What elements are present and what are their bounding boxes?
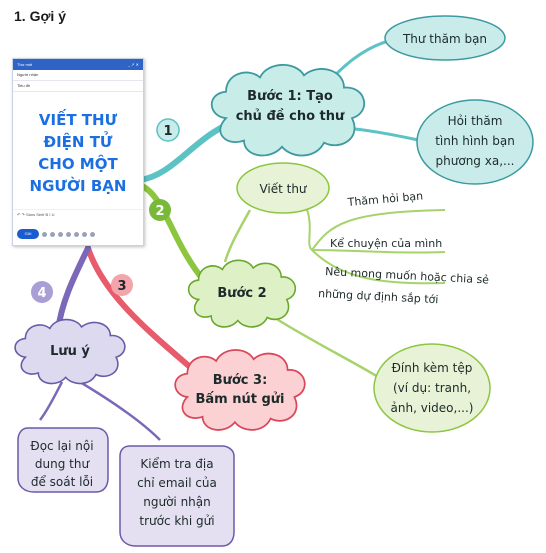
svg-text:1: 1 bbox=[163, 124, 172, 139]
svg-text:Kiểm tra địa: Kiểm tra địa bbox=[140, 457, 213, 471]
step-1-badge: 1 bbox=[156, 118, 180, 142]
connector-step2-attach bbox=[274, 316, 381, 380]
branch-2-line bbox=[137, 182, 208, 285]
svg-text:trước khi gửi: trước khi gửi bbox=[139, 514, 214, 528]
svg-text:Hỏi thăm: Hỏi thăm bbox=[448, 114, 503, 128]
subject-field: Tiêu đề bbox=[13, 81, 143, 92]
connector-note-proofread bbox=[39, 381, 64, 421]
step-1-cloud: Bước 1: Tạo chủ đề cho thư bbox=[210, 63, 366, 157]
svg-text:(ví dụ: tranh,: (ví dụ: tranh, bbox=[393, 381, 471, 395]
svg-text:chỉ email của: chỉ email của bbox=[137, 476, 217, 490]
format-icon bbox=[42, 231, 47, 237]
emoji-icon bbox=[66, 231, 71, 237]
compose-title: Thư mới bbox=[17, 62, 33, 67]
photo-icon bbox=[82, 231, 87, 237]
step-3-label-line1: Bước 3: bbox=[213, 373, 268, 388]
svg-text:2: 2 bbox=[155, 204, 164, 219]
svg-text:Đính kèm tệp: Đính kèm tệp bbox=[392, 361, 473, 375]
note-cloud: Lưu ý bbox=[14, 318, 126, 385]
connector-step1-ask bbox=[344, 126, 419, 142]
connector-note-check bbox=[79, 380, 161, 441]
svg-text:để soát lỗi: để soát lỗi bbox=[31, 475, 93, 489]
link-icon bbox=[58, 231, 63, 237]
undo-icon: ↶ bbox=[17, 212, 21, 217]
send-button: Gửi bbox=[17, 229, 39, 239]
trash-icon bbox=[90, 231, 95, 237]
step-3-badge: 3 bbox=[111, 274, 133, 296]
visit-letter-bubble: Thư thăm bạn bbox=[384, 15, 506, 61]
svg-text:Đọc lại nội: Đọc lại nội bbox=[30, 439, 93, 453]
write-letter-bubble: Viết thư bbox=[236, 162, 330, 214]
step-3-cloud: Bước 3: Bấm nút gửi bbox=[174, 349, 306, 431]
step-2-badge: 2 bbox=[149, 199, 171, 221]
svg-text:phương xa,...: phương xa,... bbox=[436, 154, 515, 168]
svg-text:ảnh, video,...): ảnh, video,...) bbox=[391, 401, 474, 415]
branch-4-line bbox=[55, 245, 91, 333]
attach-icon bbox=[50, 231, 55, 237]
write-item-greet: Thăm hỏi bạn bbox=[346, 189, 423, 209]
write-item-tell: Kể chuyện của mình bbox=[330, 237, 442, 250]
connector-step2-write bbox=[223, 209, 252, 263]
connector-write-hub bbox=[304, 204, 313, 251]
ask-news-bubble: Hỏi thăm tình hình bạn phương xa,... bbox=[416, 99, 534, 185]
italic-icon: I bbox=[49, 212, 51, 217]
bold-icon: B bbox=[45, 212, 49, 217]
check-address-bubble: Kiểm tra địa chỉ email của người nhận tr… bbox=[119, 445, 235, 547]
proofread-bubble: Đọc lại nội dung thư để soát lỗi bbox=[17, 427, 109, 493]
compose-titlebar: Thư mới _ ↗ ✕ bbox=[13, 59, 143, 70]
drive-icon bbox=[74, 231, 79, 237]
svg-text:4: 4 bbox=[37, 286, 46, 301]
connector-write-1 bbox=[311, 209, 446, 251]
svg-text:người nhận: người nhận bbox=[143, 495, 211, 509]
email-compose-window: Thư mới _ ↗ ✕ Người nhận Tiêu đề VIẾT TH… bbox=[12, 58, 144, 246]
compose-bottom-bar: Gửi bbox=[13, 227, 143, 241]
font-select: Sans Serif bbox=[25, 212, 45, 217]
recipient-field: Người nhận bbox=[13, 70, 143, 81]
svg-text:tình hình bạn: tình hình bạn bbox=[435, 134, 515, 148]
step-1-label-line1: Bước 1: Tạo bbox=[247, 89, 333, 104]
svg-text:Viết thư: Viết thư bbox=[259, 182, 307, 196]
svg-text:3: 3 bbox=[117, 279, 126, 294]
redo-icon: ↷ bbox=[21, 212, 25, 217]
connector-write-2 bbox=[311, 249, 446, 254]
step-1-label-line2: chủ đề cho thư bbox=[236, 109, 345, 124]
underline-icon: U bbox=[51, 212, 55, 217]
svg-text:dung thư: dung thư bbox=[35, 457, 91, 471]
step-4-badge: 4 bbox=[31, 281, 53, 303]
step-2-cloud: Bước 2 bbox=[187, 259, 297, 328]
write-item-wish-line2: những dự định sắp tới bbox=[318, 287, 439, 306]
step-2-label: Bước 2 bbox=[217, 286, 266, 301]
section-heading: 1. Gợi ý bbox=[14, 8, 66, 24]
window-controls-icon: _ ↗ ✕ bbox=[127, 62, 139, 67]
note-label: Lưu ý bbox=[50, 344, 90, 359]
connector-write-3 bbox=[311, 249, 446, 285]
formatting-toolbar: ↶ ↷ Sans Serif B I U bbox=[13, 209, 143, 220]
svg-text:Thư thăm bạn: Thư thăm bạn bbox=[402, 32, 487, 46]
step-3-label-line2: Bấm nút gửi bbox=[195, 392, 284, 407]
attach-bubble: Đính kèm tệp (ví dụ: tranh, ảnh, video,.… bbox=[373, 343, 491, 433]
email-body-text: VIẾT THƯ ĐIỆN TỬ CHO MỘT NGƯỜI BẠN bbox=[29, 111, 127, 195]
